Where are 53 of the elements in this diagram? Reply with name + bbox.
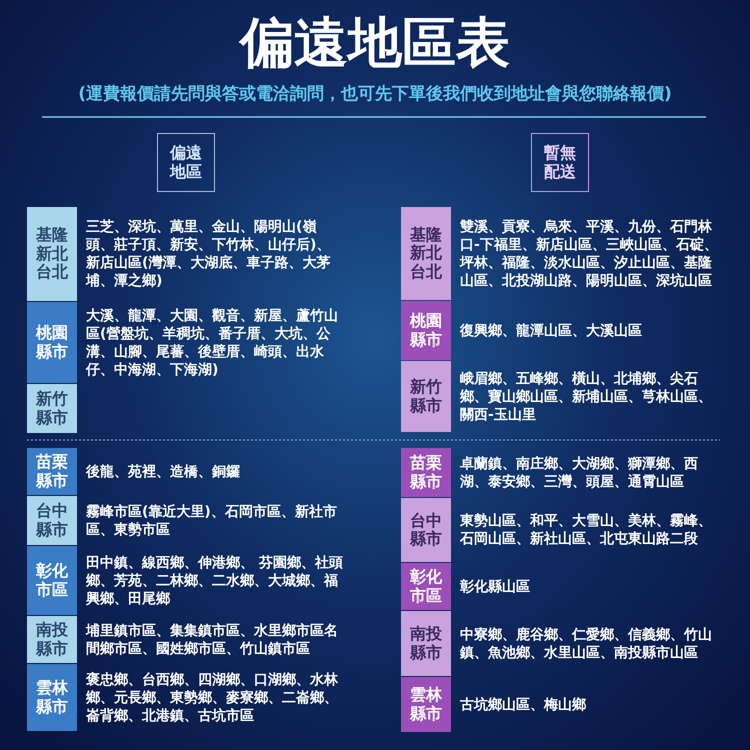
region-name: 南投縣市 xyxy=(36,621,68,658)
area-list: 東勢山區、和平、大雪山、美林、霧峰、石岡山區、新社山區、北屯東山路二段 xyxy=(460,512,722,548)
region-label-box xyxy=(27,302,77,383)
area-list: 田中鎮、線西鄉、伸港鄉、 芬園鄉、社頭鄉、芳苑、二林鄉、二水鄉、大城鄉、福興鄉、田尾鄉 xyxy=(86,554,344,608)
area-list: 雙溪、貢寮、烏來、平溪、九份、石門林口-下福里、新店山區、三峽山區、石碇、坪林、福隆、淡水山區、汐止山區、基隆山區、北投湖山路、陽明山區、深坑山區 xyxy=(460,218,722,290)
region-label-box xyxy=(401,207,451,300)
region-name: 基隆新北台北 xyxy=(410,226,442,282)
region-name: 雲林縣市 xyxy=(36,679,68,716)
region-name: 苗栗縣市 xyxy=(36,453,68,490)
region-name: 基隆新北台北 xyxy=(36,226,68,282)
region-label-box xyxy=(27,616,77,663)
column-header-box xyxy=(157,133,215,192)
area-list: 峨眉鄉、五峰鄉、橫山、北埔鄉、尖石鄉、寶山鄉山區、新埔山區、芎林山區、關西-玉山里 xyxy=(460,370,722,424)
region-label-box xyxy=(401,448,451,497)
title: 偏遠地區表 xyxy=(238,10,511,76)
region-label-box xyxy=(27,207,77,301)
area-list: 褒忠鄉、台西鄉、四湖鄉、口湖鄉、水林鄉、元長鄉、東勢鄉、麥寮鄉、二崙鄉、崙背鄉、北港鎮、古坑市區 xyxy=(86,670,344,724)
column-heading: 偏遠地區 xyxy=(170,144,202,181)
region-label-box xyxy=(27,384,77,433)
region-name: 雲林縣市 xyxy=(410,686,442,723)
region-label-box xyxy=(401,611,451,676)
area-list: 三芝、深坑、萬里、金山、陽明山(嶺頭、莊子頂、新安、下竹林、山仔后)、新店山區(灣潭、大湖底、車子路、大茅埔、潭之鄉) xyxy=(86,218,344,290)
region-name: 新竹縣市 xyxy=(36,390,68,427)
subtitle: (運費報價請先問與答或電洽詢問，也可先下單後我們收到地址會與您聯絡報價) xyxy=(77,83,673,106)
region-label-box xyxy=(401,301,451,360)
region-name: 苗栗縣市 xyxy=(410,454,442,491)
region-name: 彰化市區 xyxy=(410,568,442,605)
area-list: 後龍、苑裡、造橋、銅鑼 xyxy=(86,462,240,480)
area-list: 中寮鄉、鹿谷鄉、仁愛鄉、信義鄉、竹山鎮、魚池鄉、水里山區、南投縣市山區 xyxy=(460,626,722,662)
region-label-box xyxy=(401,498,451,562)
area-list: 彰化縣山區 xyxy=(460,578,530,596)
column-header-box xyxy=(531,133,589,192)
region-name: 台中縣市 xyxy=(410,512,442,548)
column-heading: 暫無配送 xyxy=(544,144,576,181)
region-label-box xyxy=(27,448,77,495)
region-name: 新竹縣市 xyxy=(410,378,442,415)
area-list: 大溪、龍潭、大園、觀音、新屋、蘆竹山區(營盤坑、羊稠坑、番子厝、大坑、公溝、山腳、尾蕃、後壁厝、崎頭、出水仔、中海湖、下海湖) xyxy=(86,306,344,378)
region-label-box xyxy=(401,361,451,432)
region-label-box xyxy=(401,563,451,610)
region-label-box xyxy=(27,546,77,615)
area-list: 霧峰市區(靠近大里)、石岡市區、新社市區、東勢市區 xyxy=(86,502,344,538)
region-label-box xyxy=(401,677,451,732)
region-label-box xyxy=(27,496,77,545)
region-name: 桃園縣市 xyxy=(36,324,68,361)
region-name: 台中縣市 xyxy=(36,502,68,539)
area-list: 卓蘭鎮、南庄鄉、大湖鄉、獅潭鄉、西湖、泰安鄉、三灣、頭屋、通霄山區 xyxy=(460,454,722,490)
region-name: 桃園縣市 xyxy=(410,312,442,349)
area-list: 古坑鄉山區、梅山鄉 xyxy=(460,696,586,714)
area-list: 復興鄉、龍潭山區、大溪山區 xyxy=(460,322,642,340)
region-label-box xyxy=(27,664,77,731)
region-name: 南投縣市 xyxy=(410,625,442,662)
area-list: 埔里鎮市區、集集鎮市區、水里鄉市區名間鄉市區、國姓鄉市區、竹山鎮市區 xyxy=(86,622,344,658)
region-name: 彰化市區 xyxy=(36,562,68,599)
